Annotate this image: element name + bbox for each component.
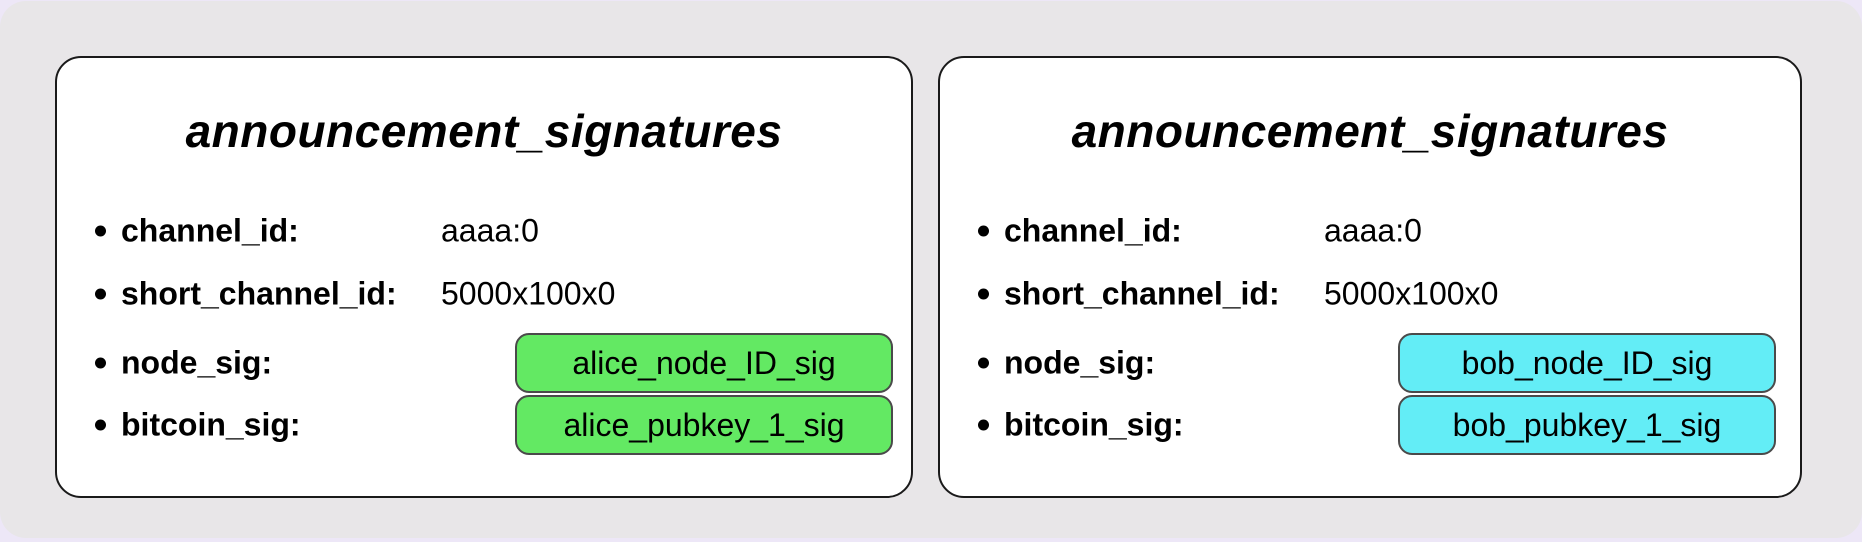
signature-badge-label: alice_node_ID_sig <box>572 344 836 381</box>
signature-badge-label: bob_node_ID_sig <box>1461 344 1713 381</box>
field-row-short-channel-id: short_channel_id: 5000x100x0 <box>940 263 1800 325</box>
field-row-short-channel-id: short_channel_id: 5000x100x0 <box>57 263 911 325</box>
field-row-node-sig: node_sig: bob_node_ID_sig <box>940 332 1800 394</box>
announcement-signatures-card-alice: announcement_signatures channel_id: aaaa… <box>55 56 913 498</box>
field-value: 5000x100x0 <box>1324 275 1499 312</box>
card-title: announcement_signatures <box>1071 105 1669 157</box>
field-row-bitcoin-sig: bitcoin_sig: alice_pubkey_1_sig <box>57 394 911 456</box>
bullet-icon <box>978 419 989 431</box>
field-label: channel_id: <box>121 212 299 249</box>
signature-badge: alice_node_ID_sig <box>515 333 893 393</box>
bullet-icon <box>95 225 106 237</box>
field-label: channel_id: <box>1004 212 1182 249</box>
signature-badge-label: bob_pubkey_1_sig <box>1452 406 1722 443</box>
signature-badge: alice_pubkey_1_sig <box>515 395 893 455</box>
field-row-bitcoin-sig: bitcoin_sig: bob_pubkey_1_sig <box>940 394 1800 456</box>
field-label: bitcoin_sig: <box>121 406 301 443</box>
field-label: bitcoin_sig: <box>1004 406 1184 443</box>
field-value: aaaa:0 <box>1324 212 1422 249</box>
bullet-icon <box>978 225 989 237</box>
field-label: short_channel_id: <box>1004 275 1280 312</box>
field-row-node-sig: node_sig: alice_node_ID_sig <box>57 332 911 394</box>
signature-badge: bob_pubkey_1_sig <box>1398 395 1776 455</box>
field-label: short_channel_id: <box>121 275 397 312</box>
field-row-channel-id: channel_id: aaaa:0 <box>940 200 1800 262</box>
announcement-signatures-card-bob: announcement_signatures channel_id: aaaa… <box>938 56 1802 498</box>
bullet-icon <box>95 357 106 369</box>
field-label: node_sig: <box>121 344 273 381</box>
bullet-icon <box>978 288 989 300</box>
bullet-icon <box>95 419 106 431</box>
field-value: 5000x100x0 <box>441 275 616 312</box>
bullet-icon <box>978 357 989 369</box>
field-label: node_sig: <box>1004 344 1156 381</box>
field-value: aaaa:0 <box>441 212 539 249</box>
card-title: announcement_signatures <box>185 105 783 157</box>
signature-badge-label: alice_pubkey_1_sig <box>563 406 845 443</box>
signature-badge: bob_node_ID_sig <box>1398 333 1776 393</box>
bullet-icon <box>95 288 106 300</box>
field-row-channel-id: channel_id: aaaa:0 <box>57 200 911 262</box>
